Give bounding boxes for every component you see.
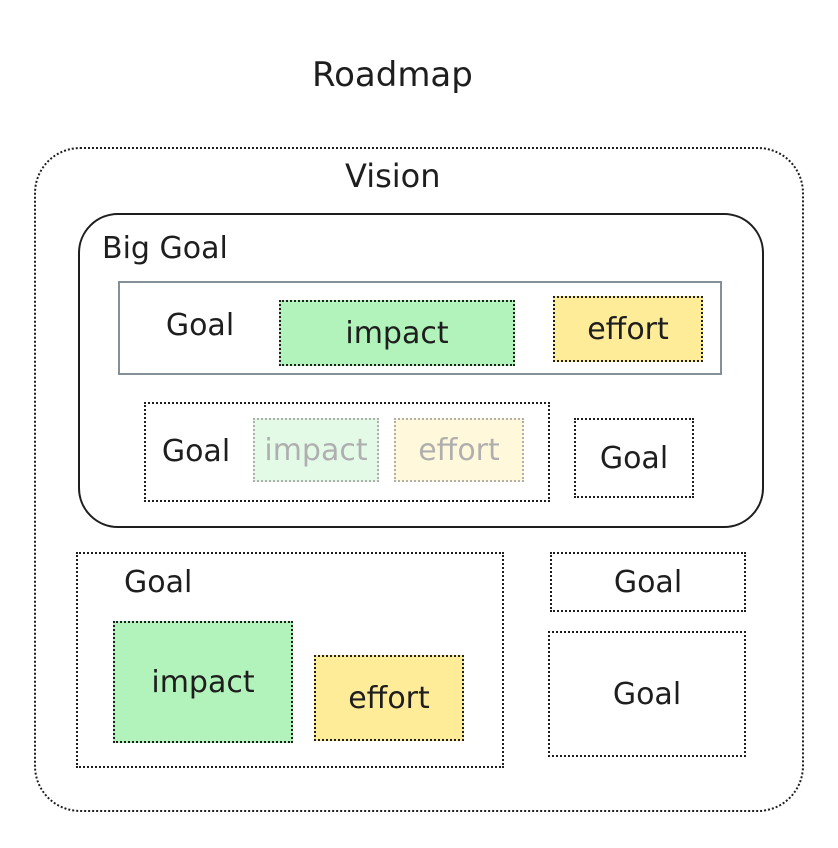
goal-row-1-label: Goal [165,308,235,343]
effort-label: effort [348,680,430,716]
bottom-goal-container [76,552,504,768]
effort-box-bottom: effort [314,655,464,741]
side-goal-label: Goal [599,440,669,476]
effort-label: effort [587,311,669,347]
vision-label: Vision [345,157,441,195]
goal-row-1-frame [118,281,722,375]
big-goal-label: Big Goal [102,231,228,266]
impact-label: impact [264,432,368,468]
effort-box-row-2: effort [394,418,524,482]
impact-label: impact [345,315,449,351]
right-goal-box-2: Goal [548,631,746,757]
diagram-title: Roadmap [312,55,473,95]
right-goal-box-1: Goal [550,552,746,612]
effort-label: effort [418,432,500,468]
goal-row-2-frame [144,402,550,502]
impact-box-row-1: impact [279,300,515,366]
effort-box-row-1: effort [553,296,703,362]
goal-row-2-label: Goal [161,434,231,469]
impact-label: impact [151,664,255,700]
impact-box-row-2: impact [253,418,379,482]
big-goal-container [78,213,764,528]
side-goal-box: Goal [574,418,694,498]
right-goal-label: Goal [613,564,683,600]
vision-container [34,147,804,812]
impact-box-bottom: impact [113,621,293,743]
bottom-goal-label: Goal [124,565,193,600]
right-goal-label: Goal [612,676,682,712]
